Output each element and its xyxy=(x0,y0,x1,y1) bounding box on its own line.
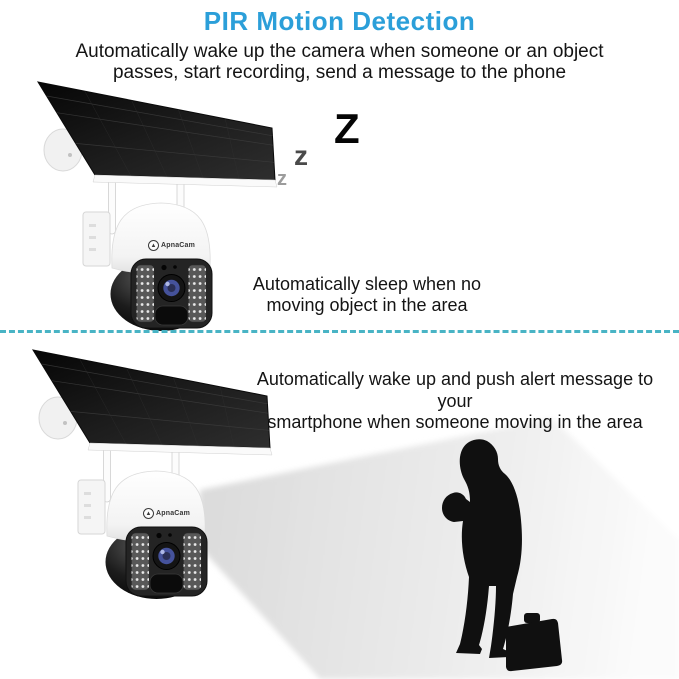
section-divider xyxy=(0,330,679,333)
person-silhouette xyxy=(442,439,522,658)
alert-caption-line-2: smartphone when someone moving in the ar… xyxy=(267,412,643,432)
brand-logo-top: ▲ ApnaCam xyxy=(148,240,195,251)
alert-caption-line-1: Automatically wake up and push alert mes… xyxy=(256,369,654,411)
sleep-caption-line-2: moving object in the area xyxy=(266,295,468,315)
subtitle-line-2: passes, start recording, send a message … xyxy=(112,62,567,83)
sleep-caption: Automatically sleep when no moving objec… xyxy=(236,274,498,316)
brand-logo-bottom: ▲ ApnaCam xyxy=(143,508,190,519)
sleep-z-medium-icon: z xyxy=(294,140,308,171)
sleep-z-large-icon: Z xyxy=(334,105,360,152)
detection-beam xyxy=(198,418,679,679)
brand-name: ApnaCam xyxy=(161,242,196,249)
page-subtitle: Automatically wake up the camera when so… xyxy=(0,41,679,83)
brand-triangle-icon: ▲ xyxy=(148,240,159,251)
subtitle-line-1: Automatically wake up the camera when so… xyxy=(75,41,604,62)
page-title: PIR Motion Detection xyxy=(203,6,476,36)
sleep-caption-line-1: Automatically sleep when no xyxy=(252,274,482,294)
sleep-z-small-icon: z xyxy=(277,168,287,190)
brand-triangle-icon: ▲ xyxy=(143,508,154,519)
briefcase xyxy=(506,613,563,672)
alert-caption: Automatically wake up and push alert mes… xyxy=(250,369,660,434)
brand-name: ApnaCam xyxy=(156,510,191,517)
